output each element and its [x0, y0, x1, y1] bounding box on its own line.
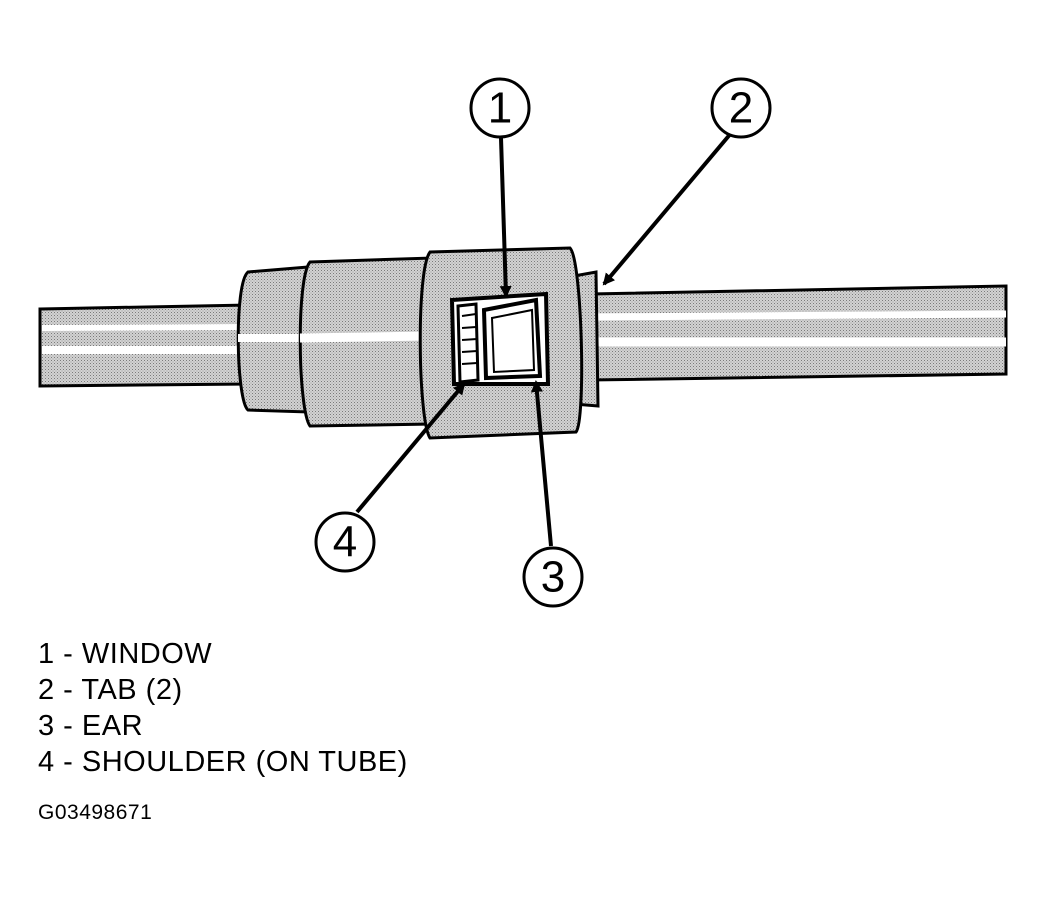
legend-item-shoulder: 4 - SHOULDER (ON TUBE)	[38, 746, 408, 778]
legend-item-tab: 2 - TAB (2)	[38, 674, 183, 706]
legend-item-window: 1 - WINDOW	[38, 638, 213, 670]
quick-connect-diagram: 1 2 3 4	[38, 77, 1008, 608]
leader-line-2	[602, 130, 734, 286]
middle-collar	[298, 256, 434, 428]
legend-item-ear: 3 - EAR	[38, 710, 144, 742]
callout-number: 1	[488, 84, 512, 133]
leader-line-1	[499, 137, 512, 298]
callout-1: 1	[469, 77, 531, 139]
callout-number: 3	[541, 553, 565, 602]
callout-2: 2	[710, 77, 772, 139]
figure-id: G03498671	[38, 801, 153, 824]
callout-3: 3	[522, 546, 584, 608]
legend: 1 - WINDOW 2 - TAB (2) 3 - EAR 4 - SHOUL…	[38, 636, 408, 780]
leader-lines	[355, 130, 734, 547]
leader-line-3	[530, 380, 553, 547]
callout-number: 4	[333, 518, 357, 567]
callout-number: 2	[729, 84, 753, 133]
left-collar	[236, 265, 310, 414]
right-tube	[588, 284, 1008, 382]
window-opening	[449, 291, 551, 386]
left-tube	[38, 303, 250, 388]
leader-line-4	[355, 382, 466, 514]
callout-4: 4	[314, 511, 376, 573]
